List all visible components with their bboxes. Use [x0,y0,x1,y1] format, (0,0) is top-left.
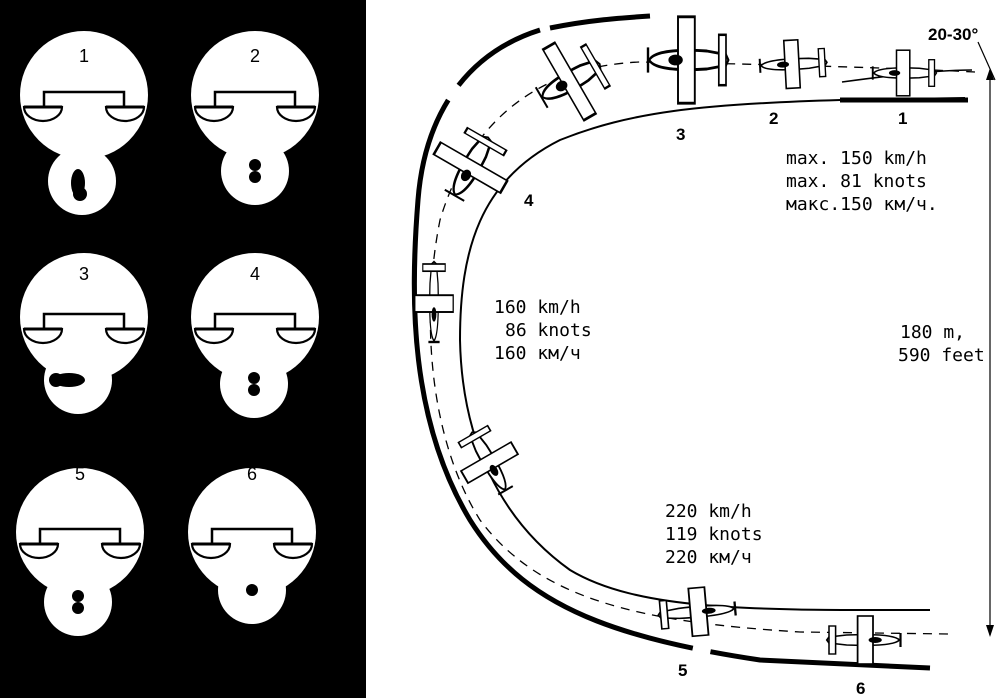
turn-speed-kmh: 160 km/h [494,297,581,318]
aircraft-3 [646,15,731,105]
bank-angle-label: 20-30° [928,25,978,44]
aircraft-turn [413,260,455,344]
instrument-6-label: 6 [247,464,257,484]
instrument-4-label: 4 [250,264,260,284]
aircraft-3b [519,27,622,135]
aircraft-1 [871,49,938,97]
instrument-panel-svg: 1 2 3 4 5 6 [14,29,321,636]
instrument-4: 4 [189,251,321,418]
height-block: 180 m, 590 feet [898,322,985,366]
outer-track [411,27,931,671]
position-1: 1 [898,109,907,128]
flight-path [429,61,976,635]
position-3: 3 [676,125,685,144]
aircraft-descent [445,416,532,506]
max-speed-knots: max. 81 knots [786,171,927,192]
height-arrow-bottom [986,625,994,637]
height-arrow-top [986,68,994,80]
turn-speed-ru: 160 км/ч [494,343,581,364]
aircraft-4 [419,116,523,216]
instrument-3-label: 3 [79,264,89,284]
final-speed-block: 220 km/h 119 knots 220 км/ч [665,501,763,568]
height-m: 180 m, [900,322,965,343]
instrument-6: 6 [186,464,318,624]
aircraft-2 [757,37,830,91]
final-speed-kmh: 220 km/h [665,501,752,522]
turn-speed-block: 160 km/h 86 knots 160 км/ч [494,297,592,364]
aircraft-5 [655,583,739,641]
instrument-1: 1 [18,29,150,215]
max-speed-block: max. 150 km/h max. 81 knots макс.150 км/… [786,148,938,215]
instrument-1-label: 1 [79,46,89,66]
inner-track [458,97,966,612]
outer-track-top [549,13,651,31]
position-2: 2 [769,109,778,128]
aircraft-6 [825,614,902,666]
instrument-2: 2 [189,29,321,205]
instrument-5-label: 5 [75,464,85,484]
final-speed-ru: 220 км/ч [665,547,752,568]
flight-path-diagram: 1 2 3 4 5 6 20-30° max. 150 km/h max. 81… [366,0,1000,698]
turn-speed-knots: 86 knots [505,320,592,341]
max-speed-ru: макс.150 км/ч. [786,194,938,215]
position-4: 4 [524,191,534,210]
instrument-panel: 1 2 3 4 5 6 [0,0,366,698]
instrument-5: 5 [14,464,146,636]
height-feet: 590 feet [898,345,985,366]
position-5: 5 [678,661,687,680]
instrument-3: 3 [18,251,150,414]
flight-path-svg: 1 2 3 4 5 6 20-30° max. 150 km/h max. 81… [411,13,996,698]
bank-angle-line [977,41,996,81]
final-speed-knots: 119 knots [665,524,763,545]
position-6: 6 [856,679,865,698]
max-speed-kmh: max. 150 km/h [786,148,927,169]
instrument-2-label: 2 [250,46,260,66]
